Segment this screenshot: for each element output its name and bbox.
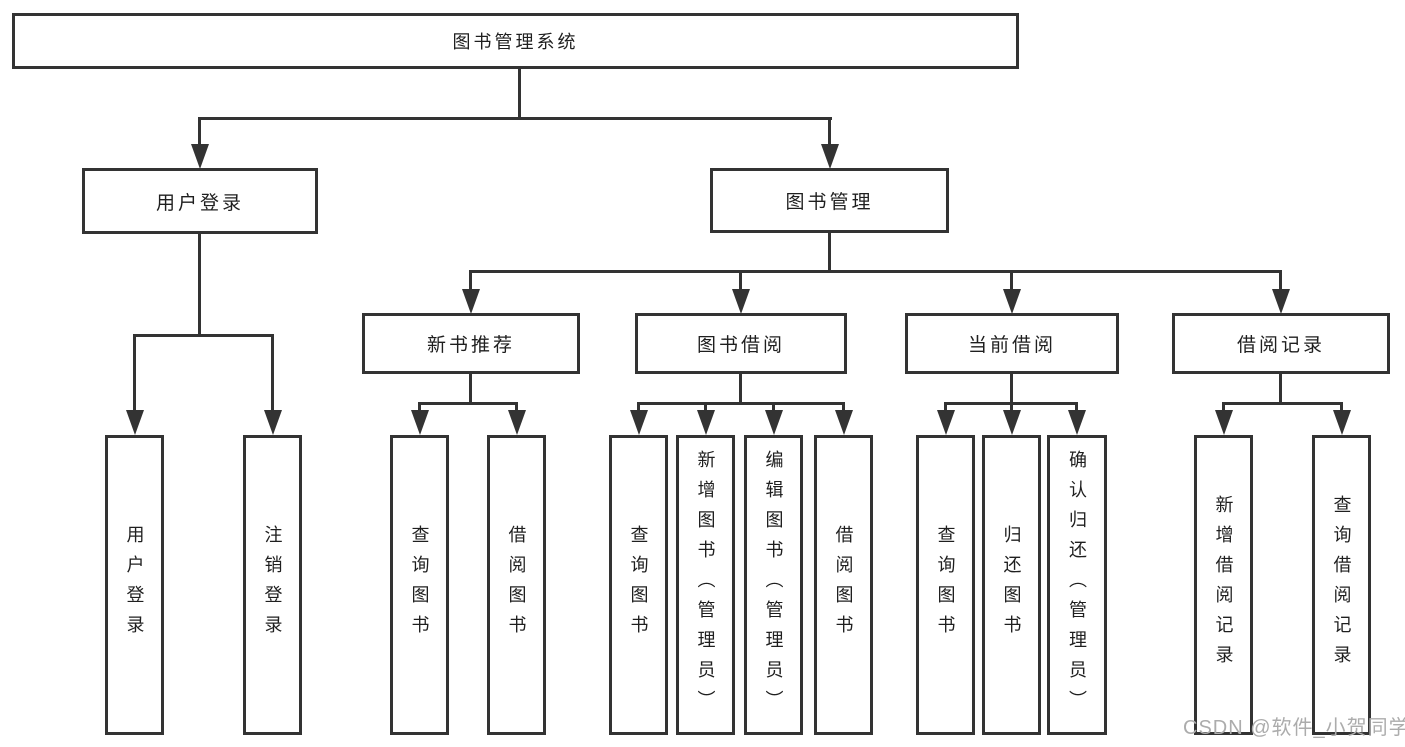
node-root: 图书管理系统 xyxy=(12,13,1019,69)
arrow-down-br-query xyxy=(1333,410,1351,435)
leaf-current-query-books-label: 查询图书 xyxy=(935,525,956,645)
leaf-borrow-borrow-books: 借阅图书 xyxy=(814,435,873,735)
connector-nb-leaf1-drop xyxy=(418,402,421,414)
connector-user-login-hbar xyxy=(133,334,274,337)
connector-newbook-drop xyxy=(469,270,472,292)
connector-nb-leaf2-drop xyxy=(515,402,518,414)
leaf-borrow-add-books-admin: 新增图书（管理员） xyxy=(676,435,735,735)
connector-br-leaf2-drop xyxy=(1340,402,1343,414)
arrow-down-newbook xyxy=(462,289,480,314)
arrow-down-nb-query xyxy=(411,410,429,435)
arrow-down-currentborrow xyxy=(1003,289,1021,314)
leaf-borrow-edit-books-admin-label: 编辑图书（管理员） xyxy=(763,450,784,720)
connector-br-leaf1-drop xyxy=(1222,402,1225,414)
connector-cb-leaf1-drop xyxy=(944,402,947,414)
connector-records-hbar xyxy=(1222,402,1343,405)
leaf-records-query-record: 查询借阅记录 xyxy=(1312,435,1371,735)
connector-cb-leaf2-drop xyxy=(1010,402,1013,414)
arrow-down-bookborrow xyxy=(732,289,750,314)
arrow-down-cb-query xyxy=(937,410,955,435)
leaf-current-confirm-return-admin-label: 确认归还（管理员） xyxy=(1067,450,1087,720)
connector-bb-leaf2-drop xyxy=(704,402,707,414)
connector-leaf-logout-drop xyxy=(271,334,274,411)
node-book-borrow-label: 图书借阅 xyxy=(696,335,785,356)
node-current-borrow-label: 当前借阅 xyxy=(967,335,1056,356)
arrow-down-leaf-user-login xyxy=(126,410,144,435)
leaf-records-add-record: 新增借阅记录 xyxy=(1194,435,1253,735)
connector-currentborrow-drop xyxy=(1010,270,1013,292)
arrow-down-cb-confirm xyxy=(1068,410,1086,435)
node-book-management: 图书管理 xyxy=(710,168,949,233)
csdn-watermark: CSDN @软件_小贺同学 xyxy=(1183,717,1405,739)
leaf-current-return-books: 归还图书 xyxy=(982,435,1041,735)
arrow-down-bb-query xyxy=(630,410,648,435)
connector-bb-leaf4-drop xyxy=(842,402,845,414)
leaf-records-query-record-label: 查询借阅记录 xyxy=(1331,495,1352,675)
arrow-down-leaf-logout xyxy=(264,410,282,435)
node-new-book-recommend: 新书推荐 xyxy=(362,313,580,374)
node-root-label: 图书管理系统 xyxy=(452,32,579,52)
leaf-borrow-query-books: 查询图书 xyxy=(609,435,668,735)
node-borrow-records-label: 借阅记录 xyxy=(1236,335,1325,356)
arrow-down-book-mgmt xyxy=(821,144,839,169)
leaf-logout: 注销登录 xyxy=(243,435,302,735)
leaf-current-query-books: 查询图书 xyxy=(916,435,975,735)
connector-bb-leaf1-drop xyxy=(637,402,640,414)
leaf-logout-label: 注销登录 xyxy=(262,525,283,645)
connector-book-mgmt-drop xyxy=(828,117,831,146)
leaf-newbook-query-books-label: 查询图书 xyxy=(409,525,430,645)
leaf-user-login-label: 用户登录 xyxy=(124,525,145,645)
leaf-borrow-add-books-admin-label: 新增图书（管理员） xyxy=(695,450,716,720)
node-current-borrow: 当前借阅 xyxy=(905,313,1119,374)
connector-records-stem xyxy=(1279,374,1282,404)
leaf-records-add-record-label: 新增借阅记录 xyxy=(1213,495,1234,675)
leaf-newbook-query-books: 查询图书 xyxy=(390,435,449,735)
leaf-borrow-edit-books-admin: 编辑图书（管理员） xyxy=(744,435,803,735)
connector-level3-hbar xyxy=(469,270,1282,273)
arrow-down-bb-edit xyxy=(765,410,783,435)
connector-bookborrow-stem xyxy=(739,374,742,404)
leaf-newbook-borrow-books: 借阅图书 xyxy=(487,435,546,735)
connector-currentborrow-stem xyxy=(1010,374,1013,404)
connector-bookborrow-hbar xyxy=(637,402,844,405)
arrow-down-br-add xyxy=(1215,410,1233,435)
connector-cb-leaf3-drop xyxy=(1075,402,1078,414)
arrow-down-cb-return xyxy=(1003,410,1021,435)
node-user-login-label: 用户登录 xyxy=(155,192,244,214)
connector-user-login-drop xyxy=(198,117,201,146)
arrow-down-records xyxy=(1272,289,1290,314)
leaf-borrow-borrow-books-label: 借阅图书 xyxy=(833,525,854,645)
leaf-user-login: 用户登录 xyxy=(105,435,164,735)
connector-newbook-stem xyxy=(469,374,472,404)
connector-records-drop xyxy=(1279,270,1282,292)
leaf-newbook-borrow-books-label: 借阅图书 xyxy=(506,525,527,645)
connector-level2-hbar xyxy=(198,117,832,120)
connector-newbook-hbar xyxy=(418,402,518,405)
arrow-down-bb-borrow xyxy=(835,410,853,435)
node-borrow-records: 借阅记录 xyxy=(1172,313,1390,374)
connector-book-mgmt-stem xyxy=(828,233,831,272)
node-book-management-label: 图书管理 xyxy=(785,192,874,213)
connector-user-login-stem xyxy=(198,234,201,336)
leaf-current-confirm-return-admin: 确认归还（管理员） xyxy=(1047,435,1107,735)
arrow-down-nb-borrow xyxy=(508,410,526,435)
node-book-borrow: 图书借阅 xyxy=(635,313,847,374)
arrow-down-user-login xyxy=(191,144,209,169)
leaf-current-return-books-label: 归还图书 xyxy=(1001,525,1022,645)
leaf-borrow-query-books-label: 查询图书 xyxy=(628,525,649,645)
connector-leaf-user-login-drop xyxy=(133,334,136,411)
connector-root-stem xyxy=(518,68,521,120)
connector-bb-leaf3-drop xyxy=(772,402,775,414)
node-user-login: 用户登录 xyxy=(82,168,318,234)
node-new-book-recommend-label: 新书推荐 xyxy=(426,335,515,356)
arrow-down-bb-add xyxy=(697,410,715,435)
connector-bookborrow-drop xyxy=(739,270,742,292)
